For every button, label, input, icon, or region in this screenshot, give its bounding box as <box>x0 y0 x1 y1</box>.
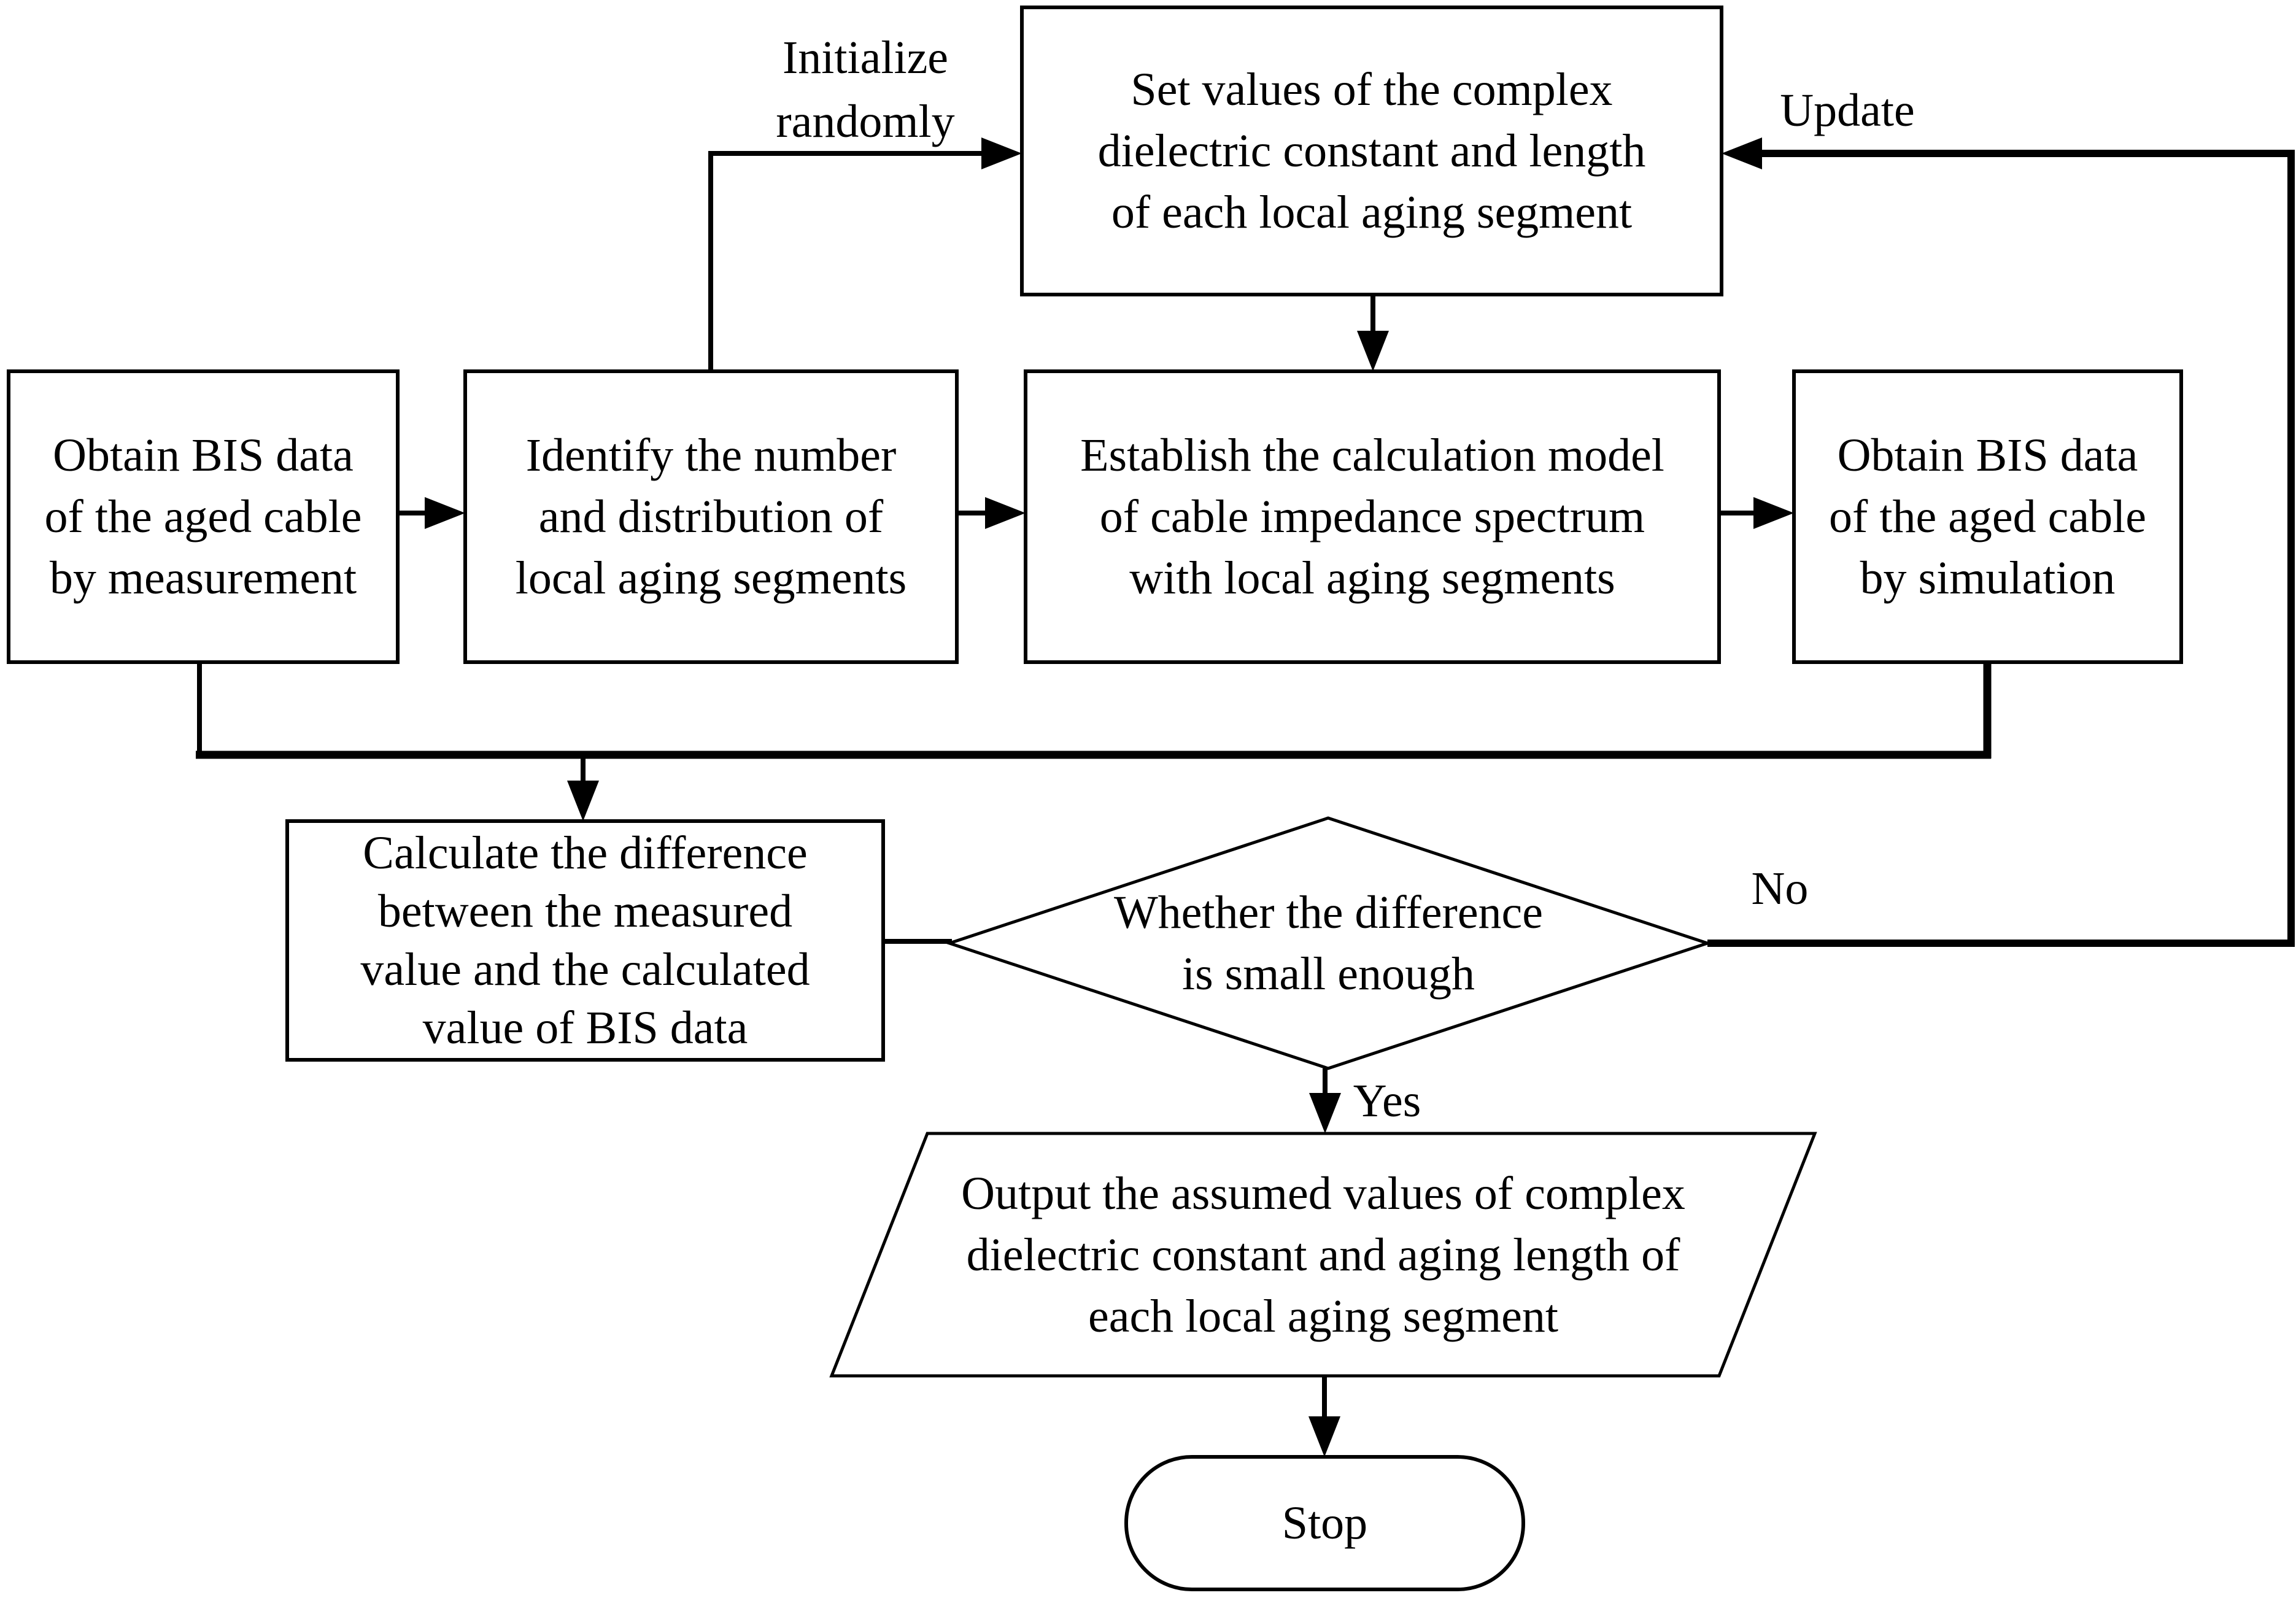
obtain-measured-label: Obtain BIS data of the aged cable by mea… <box>44 430 362 604</box>
no-label: No <box>1751 863 1809 914</box>
stop-label: Stop <box>1281 1497 1368 1549</box>
arrowhead-into-identify <box>425 497 465 529</box>
connector-no-update-loop <box>1707 150 2295 947</box>
arrowhead-into-calculate <box>567 781 599 821</box>
arrowhead-update-into-set-values <box>1722 137 1762 169</box>
decision-diamond-difference-check <box>945 816 1712 1070</box>
arrowhead-yes-into-output <box>1309 1093 1341 1133</box>
calculate-difference-label: Calculate the difference between the mea… <box>360 827 810 1054</box>
io-parallelogram-output-values <box>829 1132 1817 1378</box>
establish-model-label: Establish the calculation model of cable… <box>1080 430 1664 604</box>
difference-check-label: Whether the difference is small enough <box>1113 887 1544 1000</box>
arrowhead-into-establish <box>985 497 1026 529</box>
arrowhead-setvalues-into-establish <box>1357 331 1389 371</box>
set-values-label: Set values of the complex dielectric con… <box>1097 64 1646 238</box>
connector-initialize-randomly <box>708 151 984 371</box>
terminator-stop <box>1124 1455 1525 1591</box>
yes-label: Yes <box>1353 1075 1421 1127</box>
arrowhead-into-simulated <box>1753 497 1794 529</box>
process-box-obtain-simulated <box>1792 369 2183 664</box>
process-box-obtain-measured <box>7 369 400 664</box>
identify-segments-label: Identify the number and distribution of … <box>515 430 907 604</box>
process-box-set-values <box>1020 6 1723 296</box>
arrowhead-into-stop <box>1308 1416 1340 1457</box>
arrowhead-initialize-into-set-values <box>981 137 1022 169</box>
obtain-simulated-label: Obtain BIS data of the aged cable by sim… <box>1829 430 2146 604</box>
update-label: Update <box>1780 85 1915 136</box>
initialize-randomly-label: Initialize randomly <box>776 32 955 147</box>
process-box-identify-segments <box>463 369 959 664</box>
process-box-calculate-difference <box>285 819 885 1062</box>
output-values-label: Output the assumed values of complex die… <box>961 1167 1685 1342</box>
process-box-establish-model <box>1024 369 1721 664</box>
